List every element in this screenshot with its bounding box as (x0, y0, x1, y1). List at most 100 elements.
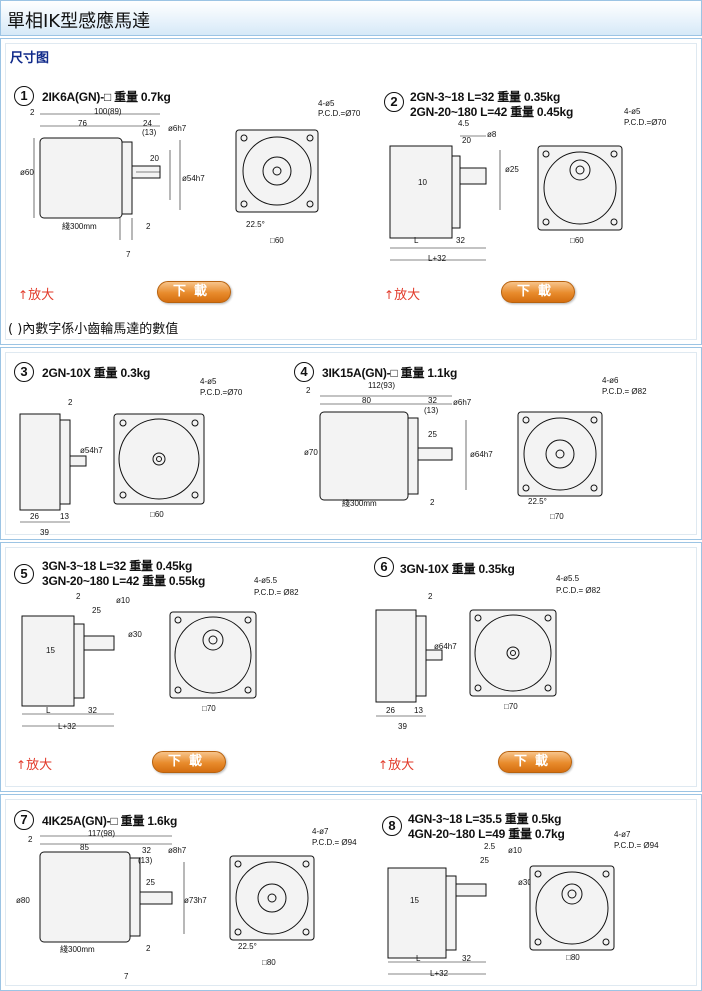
dim-label: ø64h7 (434, 642, 457, 651)
dim-label: 112(93) (368, 381, 395, 390)
front-view-drawing (469, 609, 557, 697)
dim-label: ø54h7 (182, 174, 205, 183)
dim-label: 2 (428, 592, 433, 601)
dim-label: 25 (428, 430, 437, 439)
enlarge-link[interactable]: ↑放大 (16, 754, 52, 773)
dim-label: 10 (418, 178, 427, 187)
dim-label: ø6h7 (453, 398, 472, 407)
dim-label: L (416, 954, 421, 963)
dim-label: 2 (430, 498, 435, 507)
dim-label: 綫300mm (60, 945, 95, 954)
dim-label: 20 (462, 136, 471, 145)
item-number: 4 (294, 362, 314, 382)
dim-label: 2 (146, 944, 151, 953)
dim-label: 25 (92, 606, 101, 615)
item-number: 2 (384, 92, 404, 112)
download-button[interactable]: 下載 (501, 281, 575, 303)
size-label: □70 (550, 512, 564, 521)
dim-label: 22.5° (528, 497, 547, 506)
download-button[interactable]: 下載 (157, 281, 231, 303)
side-view-drawing (33, 113, 181, 240)
dim-label: 26 (386, 706, 395, 715)
item-number: 5 (14, 564, 34, 584)
enlarge-link[interactable]: ↑放大 (384, 284, 420, 303)
dim-label: 32 (428, 396, 437, 405)
dim-label: ø64h7 (470, 450, 493, 459)
dim-label: 32 (88, 706, 97, 715)
model-spec: 3GN-10X 重量 0.35kg (400, 562, 515, 576)
dim-label: 7 (124, 972, 129, 981)
front-view-drawing (529, 865, 615, 951)
hole-spec: 4-ø5.5 (556, 574, 580, 583)
dim-label: 39 (40, 528, 49, 537)
front-view-drawing (517, 411, 603, 497)
dim-label: ø60 (20, 168, 34, 177)
pcd-spec: P.C.D.= Ø82 (254, 588, 299, 597)
hole-spec: 4-ø7 (614, 830, 631, 839)
dim-label: ø30 (518, 878, 532, 887)
dim-label: 85 (80, 843, 89, 852)
download-button[interactable]: 下載 (152, 751, 226, 773)
enlarge-link[interactable]: ↑放大 (378, 754, 414, 773)
up-arrow-icon: ↑ (16, 758, 27, 772)
size-label: □60 (150, 510, 164, 519)
download-button[interactable]: 下載 (498, 751, 572, 773)
enlarge-link[interactable]: ↑放大 (18, 284, 54, 303)
dim-label: 100(89) (94, 107, 122, 116)
pcd-spec: P.C.D.= Ø82 (556, 586, 601, 595)
dim-label: ø6h7 (168, 124, 187, 133)
model-spec: 3GN-3~18 L=32 重量 0.45kg (42, 559, 193, 573)
side-view-drawing (21, 615, 115, 727)
dim-label: ø10 (116, 596, 130, 605)
front-view-drawing (235, 129, 319, 213)
panel-row-3 (0, 542, 702, 792)
dim-label: 20 (150, 154, 159, 163)
dim-label: 7 (126, 250, 131, 259)
model-spec: 2GN-3~18 L=32 重量 0.35kg (410, 90, 561, 104)
dim-label: 32 (462, 954, 471, 963)
side-view-drawing (39, 835, 185, 943)
side-view-drawing (389, 135, 501, 261)
dim-label: L+32 (58, 722, 77, 731)
dim-label: L (414, 236, 419, 245)
dim-label: (13) (142, 128, 157, 137)
dim-label: 2 (30, 108, 35, 117)
page-header: 單相IK型感應馬達 (0, 0, 702, 36)
model-spec: 2GN-20~180 L=42 重量 0.45kg (410, 105, 574, 119)
item-number: 8 (382, 816, 402, 836)
pcd-spec: P.C.D.=Ø70 (624, 118, 667, 127)
enlarge-label: 放大 (394, 288, 421, 303)
dim-label: ø8h7 (168, 846, 187, 855)
size-label: □80 (262, 958, 276, 967)
dim-label: 32 (456, 236, 465, 245)
size-label: □70 (504, 702, 518, 711)
dim-label: 2 (68, 398, 73, 407)
dim-label: ø25 (505, 165, 519, 174)
model-spec: 3GN-20~180 L=42 重量 0.55kg (42, 574, 206, 588)
enlarge-label: 放大 (388, 758, 415, 773)
front-view-drawing (169, 611, 257, 699)
item-number: 6 (374, 557, 394, 577)
dim-label: 39 (398, 722, 407, 731)
dim-label: ø73h7 (184, 896, 207, 905)
dim-label: 24 (143, 119, 152, 128)
dim-label: ø54h7 (80, 446, 103, 455)
dim-label: 4.5 (458, 119, 470, 128)
dim-label: 13 (60, 512, 69, 521)
dim-label: ø8 (487, 130, 497, 139)
dim-label: 32 (142, 846, 151, 855)
side-view-drawing (319, 395, 467, 501)
size-label: □60 (270, 236, 284, 245)
enlarge-label: 放大 (28, 288, 55, 303)
hole-spec: 4-ø5 (624, 107, 641, 116)
front-view-drawing (229, 855, 315, 941)
dim-label: 2 (28, 835, 33, 844)
dim-label: 80 (362, 396, 371, 405)
dim-label: L+32 (430, 969, 449, 978)
dim-label: L (46, 706, 51, 715)
dim-label: 76 (78, 119, 87, 128)
front-view-drawing (113, 413, 205, 505)
dim-label: ø70 (304, 448, 318, 457)
pcd-spec: P.C.D.= Ø94 (614, 841, 659, 850)
pcd-spec: P.C.D.=Ø70 (318, 109, 361, 118)
